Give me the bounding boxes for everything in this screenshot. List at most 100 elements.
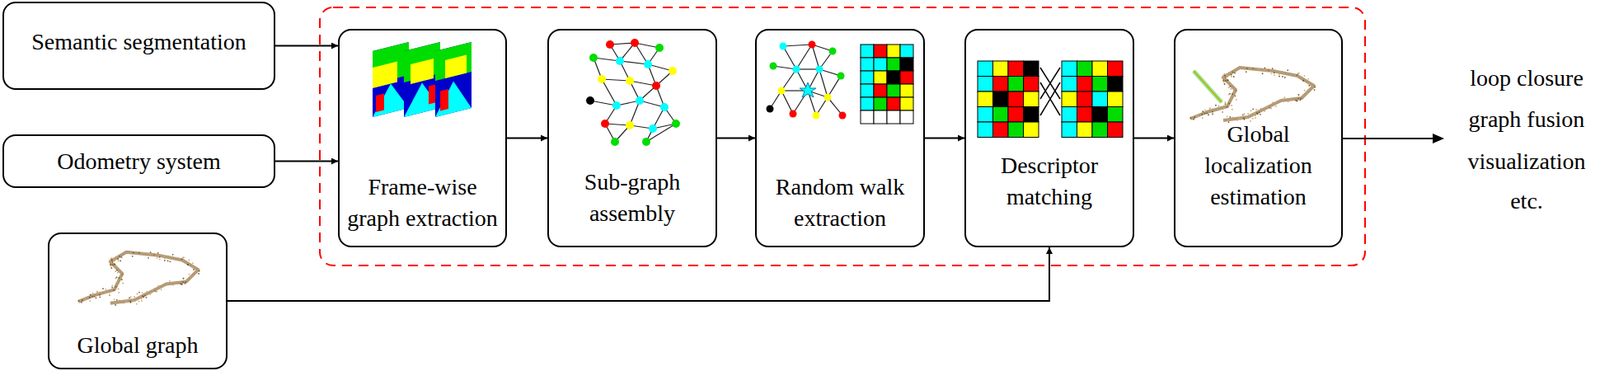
- grid-cell: [1023, 60, 1040, 77]
- graph-node: [816, 65, 824, 74]
- cloud-point: [1295, 74, 1298, 76]
- grid-cell: [900, 84, 914, 98]
- random-walk-graph-icon: [766, 41, 847, 120]
- grid-cell: [1077, 107, 1094, 123]
- cloud-point: [1262, 72, 1264, 75]
- cloud-point: [145, 290, 148, 293]
- cloud-point: [114, 304, 117, 306]
- cloud-point: [98, 290, 101, 293]
- cloud-point: [1227, 81, 1230, 84]
- cloud-point: [117, 267, 119, 269]
- box-label: Sub-graph assembly: [555, 166, 709, 230]
- grid-cell: [860, 97, 874, 111]
- cloud-point: [1243, 68, 1246, 71]
- connector-arrow: [1134, 137, 1174, 140]
- cloud-point: [89, 294, 92, 296]
- graph-node: [586, 96, 595, 105]
- cloud-point: [115, 286, 118, 288]
- localization-marker: [1193, 70, 1222, 103]
- cloud-point: [136, 303, 138, 305]
- graph-edge: [819, 69, 828, 98]
- cloud-point: [1299, 98, 1302, 100]
- cloud-point: [117, 280, 119, 282]
- grid-cell: [900, 110, 914, 124]
- cloud-point: [179, 282, 182, 285]
- cloud-point: [1281, 98, 1284, 100]
- graph-node: [837, 72, 845, 80]
- cloud-point: [84, 298, 87, 301]
- output-label: loop closure: [1469, 62, 1584, 94]
- cloud-point: [110, 267, 113, 269]
- graph-node: [642, 137, 651, 146]
- cloud-point: [1228, 71, 1230, 74]
- cloud-point: [1224, 75, 1226, 77]
- grid-cell: [873, 44, 887, 58]
- grid-cell: [1023, 121, 1040, 138]
- cloud-point: [116, 299, 118, 301]
- cloud-point: [192, 268, 195, 271]
- cloud-point: [149, 253, 151, 256]
- grid-cell: [977, 60, 994, 77]
- cloud-point: [159, 258, 161, 261]
- graph-node: [600, 119, 610, 128]
- cloud-point: [1304, 89, 1306, 92]
- grid-cell: [993, 107, 1009, 123]
- cloud-point: [130, 295, 132, 298]
- grid-cell: [1107, 107, 1124, 123]
- cloud-point: [175, 282, 178, 285]
- cloud-point: [182, 281, 184, 283]
- cloud-point: [182, 277, 185, 280]
- grid-cell: [1023, 76, 1040, 93]
- cloud-point: [113, 298, 116, 301]
- cloud-point: [108, 295, 111, 297]
- cloud-point: [117, 272, 119, 274]
- cloud-point: [1204, 112, 1206, 115]
- grid-cell: [977, 76, 994, 93]
- process-box: Odometry system: [2, 134, 276, 188]
- cloud-point: [1263, 70, 1266, 72]
- grid-cell: [1077, 60, 1094, 77]
- process-box: Global graph: [47, 232, 228, 370]
- cloud-point: [1290, 99, 1292, 102]
- graph-node: [789, 110, 798, 118]
- cloud-point: [1211, 111, 1214, 113]
- cloud-point: [1281, 75, 1284, 78]
- cloud-point: [1236, 119, 1239, 122]
- graph-node: [812, 112, 821, 120]
- grid-cell: [1107, 121, 1124, 138]
- cloud-point: [1298, 93, 1300, 96]
- cloud-point: [192, 262, 194, 264]
- graph-node: [766, 105, 775, 113]
- cloud-point: [180, 283, 183, 286]
- cloud-point: [1229, 85, 1231, 88]
- cloud-point: [96, 290, 99, 293]
- cloud-point: [1231, 108, 1234, 111]
- graph-edge: [783, 44, 812, 47]
- box-label: Global graph: [77, 329, 199, 362]
- cloud-point: [121, 273, 124, 276]
- graph-edge: [811, 44, 820, 70]
- cloud-point: [1278, 75, 1281, 78]
- cloud-point: [129, 300, 132, 302]
- graph-node: [778, 87, 786, 95]
- cloud-point: [1228, 102, 1230, 104]
- grid-cell: [860, 70, 874, 85]
- cloud-point: [1281, 70, 1284, 73]
- cloud-point: [1275, 105, 1277, 108]
- cloud-point: [1190, 117, 1192, 119]
- grid-cell: [1061, 91, 1078, 108]
- cloud-point: [1224, 76, 1226, 79]
- cloud-point: [1221, 108, 1224, 111]
- cloud-point: [1247, 112, 1249, 115]
- grid-cell: [1077, 121, 1094, 138]
- cloud-point: [136, 293, 139, 296]
- cloud-point: [1313, 86, 1316, 89]
- cloud-point: [89, 296, 91, 299]
- graph-node: [668, 66, 677, 76]
- cloud-point: [198, 269, 201, 272]
- cloud-point: [1234, 95, 1237, 98]
- graph-node: [597, 75, 606, 84]
- cloud-point: [1234, 90, 1237, 93]
- cloud-point: [1235, 98, 1238, 101]
- cloud-track: [1190, 67, 1314, 121]
